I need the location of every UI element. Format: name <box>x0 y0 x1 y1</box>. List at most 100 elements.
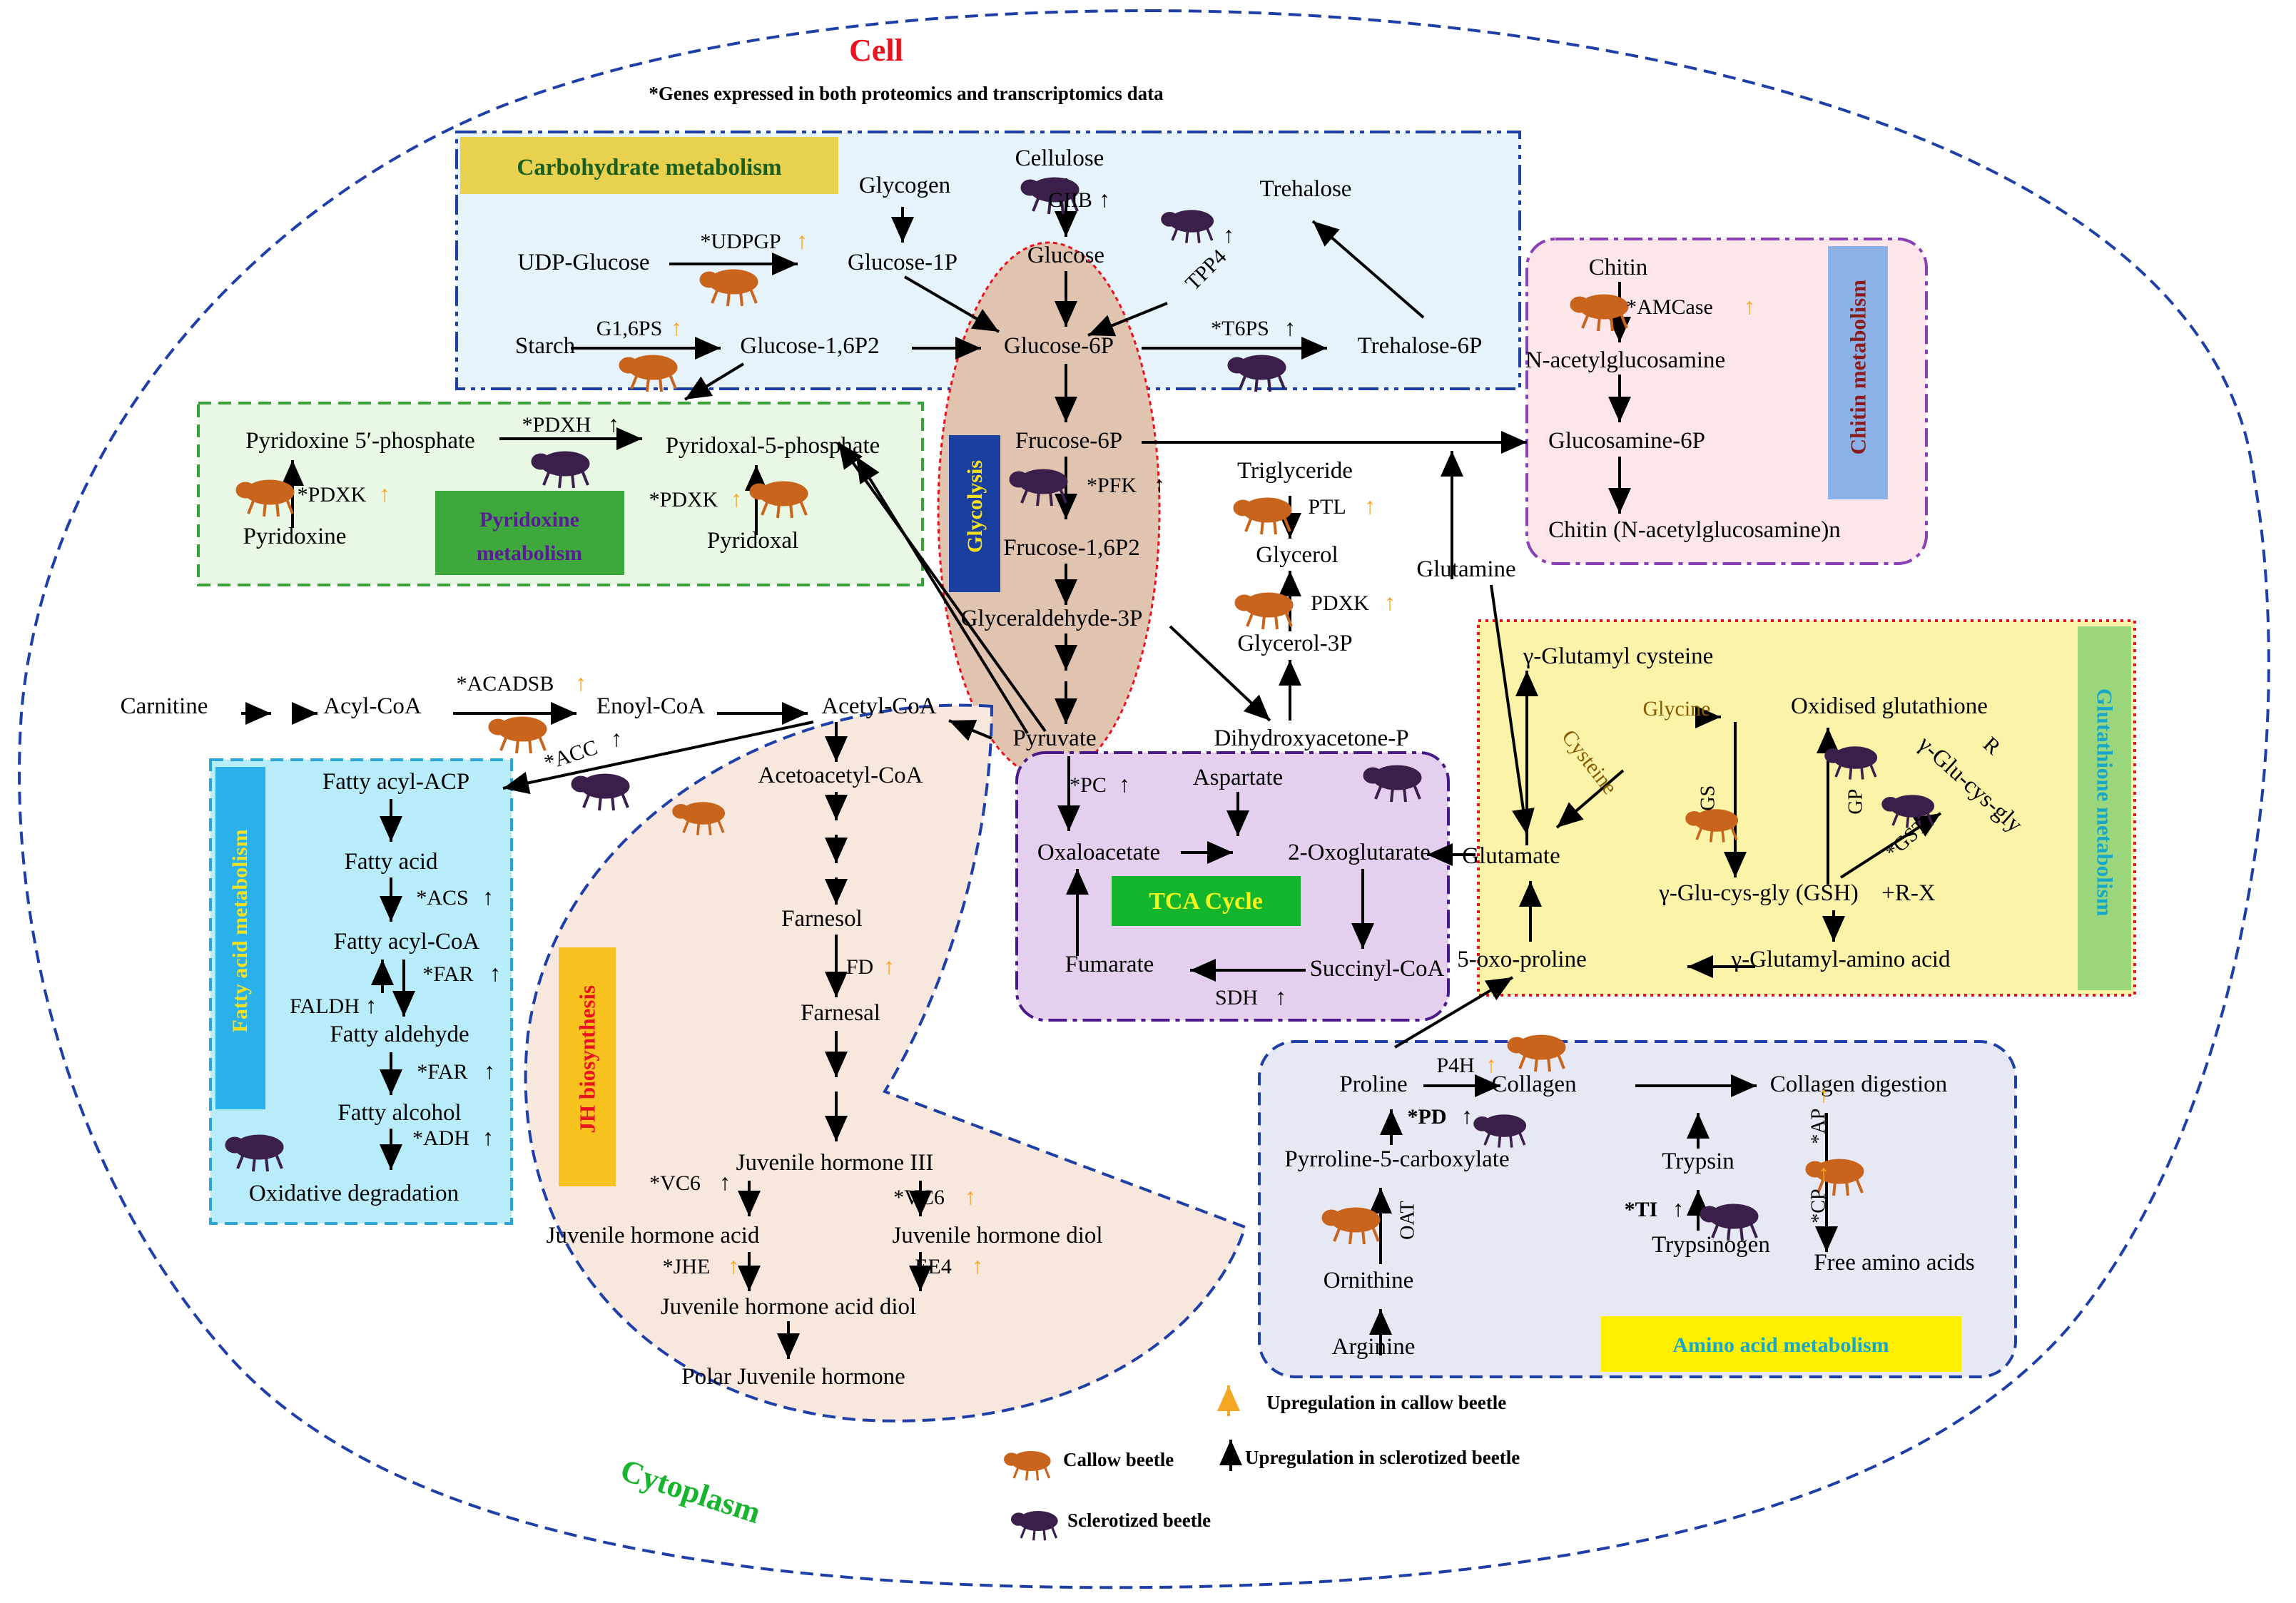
enzyme-g16ps: G1,6PS <box>596 317 663 340</box>
enzyme-gs: GS <box>1697 785 1719 811</box>
starch: Starch <box>515 333 576 359</box>
pathway-arrow <box>1087 302 1168 337</box>
callow-up-arrow-icon: ↑ <box>1485 1052 1497 1077</box>
sclerotized-up-arrow-icon: ↑ <box>1099 186 1110 212</box>
legend-sclerotized-up-text: Upregulation in sclerotized beetle <box>1245 1447 1520 1468</box>
glucose-1p: Glucose-1P <box>848 250 957 275</box>
cytoplasm-label: Cytoplasm <box>616 1452 765 1530</box>
callow-beetle-icon <box>1232 497 1293 536</box>
enzyme-vc6-2: *VC6 <box>893 1186 945 1209</box>
pathway-arrow <box>1311 220 1425 319</box>
succinyl-coa: Succinyl-CoA <box>1310 956 1445 982</box>
glutamate: Glutamate <box>1462 843 1560 869</box>
n-acetylglucosamine: N-acetylglucosamine <box>1525 347 1725 373</box>
glucose-16p2: Glucose-1,6P2 <box>740 333 879 359</box>
callow-up-arrow-icon: ↑ <box>965 1184 976 1209</box>
trypsinogen: Trypsinogen <box>1652 1232 1770 1258</box>
enzyme-adh: *ADH <box>412 1126 469 1150</box>
trehalose-6p: Trehalose-6P <box>1358 333 1483 359</box>
enzyme-pfk: *PFK <box>1087 474 1137 497</box>
glutathione-panel <box>1477 619 2136 997</box>
chitin-panel-title: Chitin metabolism <box>1845 280 1870 455</box>
glycolysis-label-box <box>949 435 1000 592</box>
frucose-16p2: Frucose-1,6P2 <box>1003 535 1140 561</box>
enzyme-pd: *PD <box>1408 1105 1447 1129</box>
sclerotized-up-arrow-icon: ↑ <box>1223 222 1234 248</box>
sclerotized-up-arrow-icon: ↑ <box>1284 315 1296 340</box>
callow-up-arrow-icon: ↑ <box>728 1253 739 1278</box>
callow-up-arrow-icon: ↑ <box>972 1253 983 1278</box>
callow-up-arrow-icon: ↑ <box>796 228 808 253</box>
ornithine: Ornithine <box>1324 1268 1413 1293</box>
glutathione-panel-title: Glutathione metabolism <box>2093 688 2118 917</box>
arginine: Arginine <box>1332 1334 1416 1360</box>
enzyme-ptl: PTL <box>1308 495 1346 519</box>
chitin-label-box <box>1828 246 1888 499</box>
pyridoxine-panel-title-2: metabolism <box>477 541 582 565</box>
fatty-acid-label-box <box>215 767 265 1109</box>
sclerotized-beetle-icon <box>570 773 631 812</box>
fatty-acid: Fatty acid <box>344 849 438 875</box>
fatty-acyl-coa: Fatty acyl-CoA <box>334 929 480 955</box>
triglyceride: Triglyceride <box>1237 458 1353 484</box>
callow-up-arrow-icon: ↑ <box>731 486 742 512</box>
sclerotized-up-arrow-icon: ↑ <box>611 726 622 751</box>
callow-up-arrow-icon: ↑ <box>883 953 895 979</box>
oxidative-degradation: Oxidative degradation <box>249 1181 459 1206</box>
cell-title: Cell <box>849 33 903 68</box>
pyridoxine-panel-title-1: Pyridoxine <box>479 508 579 531</box>
callow-up-arrow-icon: ↑ <box>1818 1160 1829 1186</box>
callow-up-arrow-icon: ↑ <box>1384 589 1396 615</box>
enzyme-sdh: SDH <box>1215 986 1258 1009</box>
callow-up-arrow-icon: ↑ <box>671 315 682 340</box>
pyridoxine-5-phosphate: Pyridoxine 5′-phosphate <box>245 428 475 454</box>
2-oxoglutarate: 2-Oxoglutarate <box>1288 840 1431 865</box>
enzyme-amcase: *AMCase <box>1626 295 1713 319</box>
pathway-arrow <box>1490 584 1535 835</box>
amino-acid-label-box <box>1601 1316 1961 1372</box>
sclerotized-up-arrow-icon: ↑ <box>1461 1103 1473 1129</box>
pathway-arrow <box>684 362 745 401</box>
polar-juvenile-hormone: Polar Juvenile hormone <box>681 1364 905 1390</box>
pyridoxal: Pyridoxal <box>707 528 798 554</box>
farnesal: Farnesal <box>801 1000 880 1026</box>
juvenile-hormone-acid: Juvenile hormone acid <box>547 1223 760 1248</box>
glycine: Glycine <box>1643 697 1711 721</box>
pathway-arrow <box>1555 769 1625 829</box>
expression-note: *Genes expressed in both proteomics and … <box>649 83 1164 104</box>
gamma-glutamyl-amino-acid: γ-Glutamyl-amino acid <box>1731 947 1951 972</box>
pyruvate: Pyruvate <box>1012 726 1096 751</box>
callow-up-arrow-icon: ↑ <box>575 670 586 696</box>
enzyme-pdxk-pyridoxal: *PDXK <box>649 488 718 512</box>
jh-panel-title: JH biosynthesis <box>574 985 599 1134</box>
pathway-arrow <box>1839 812 1942 879</box>
pathway-arrow <box>1169 625 1271 722</box>
chitin-polymer: Chitin (N-acetylglucosamine)n <box>1548 517 1841 543</box>
enzyme-jhe: *JHE <box>663 1255 711 1278</box>
pyridoxine: Pyridoxine <box>243 524 347 549</box>
amino-acid-panel-title: Amino acid metabolism <box>1672 1333 1889 1357</box>
juvenile-hormone-acid-diol: Juvenile hormone acid diol <box>661 1294 916 1320</box>
callow-beetle-icon <box>487 716 548 755</box>
acyl-coa: Acyl-CoA <box>323 693 422 719</box>
fumarate: Fumarate <box>1065 952 1154 977</box>
enzyme-pdxk-pyridoxine: *PDXK <box>298 483 367 507</box>
glucose: Glucose <box>1027 243 1104 268</box>
enzyme-p4h: P4H <box>1436 1054 1474 1077</box>
glycerol-3p: Glycerol-3P <box>1237 631 1352 656</box>
oxidised-glutathione: Oxidised glutathione <box>1791 693 1988 719</box>
callow-up-arrow-icon: ↑ <box>379 481 390 507</box>
enzyme-t6ps: *T6PS <box>1211 317 1269 340</box>
sclerotized-up-arrow-icon: ↑ <box>482 1124 494 1150</box>
cell-membrane <box>18 9 2270 1589</box>
frucose-6p: Frucose-6P <box>1015 428 1122 454</box>
sclerotized-up-arrow-icon: ↑ <box>1275 984 1286 1009</box>
tca-label-box <box>1112 876 1301 926</box>
tca-panel-title: TCA Cycle <box>1149 888 1263 915</box>
legend-sclerotized-text: Sclerotized beetle <box>1067 1510 1211 1531</box>
pathway-arrow <box>837 441 1047 733</box>
cellulose: Cellulose <box>1015 146 1104 171</box>
glucosamine-6p: Glucosamine-6P <box>1548 428 1705 454</box>
acetyl-coa: Acetyl-CoA <box>821 693 936 719</box>
